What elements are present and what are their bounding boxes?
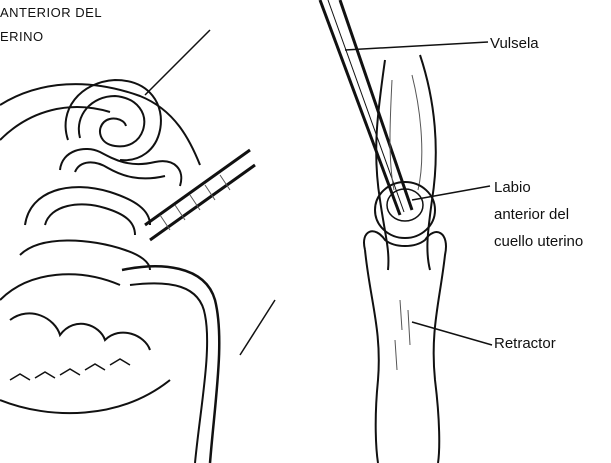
lower-fold-2 [0,274,120,300]
vaginal-inner-right [412,75,422,190]
header-line-1: ANTERIOR DEL [0,2,102,24]
uterus-lower-inner [75,162,165,178]
vulsela-pointer [345,42,488,50]
uterus-inner-fold [79,96,144,146]
label-retractor: Retractor [494,334,556,353]
bowel-teeth [10,359,130,380]
retractor-shading [395,300,410,370]
vulsela-shaft-left [320,0,400,215]
bladder-inner [45,204,135,235]
header-pointer-line [145,30,210,95]
header-line-2: ERINO [0,26,44,48]
vulsela-shaft-right [340,0,412,210]
instrument-hatching [160,175,230,230]
label-labio-line-2: anterior del [494,205,569,224]
label-labio-line-1: Labio [494,178,531,197]
label-labio-line-3: cuello uterino [494,232,583,251]
retractor-blade-right [130,283,207,463]
lower-fold-1 [20,240,150,270]
retractor-pointer-line [240,300,275,355]
retractor-outline-left [365,250,379,463]
sagittal-section-illustration [0,0,300,463]
retractor-pointer [412,322,492,345]
bowel-loops [10,313,150,350]
bowel-bottom-arc [0,380,170,413]
retractor-blade-left [122,266,219,463]
instrument-shaft-edge [150,165,255,240]
pelvic-inner-curve [0,107,110,140]
label-vulsela: Vulsela [490,34,539,53]
bladder-fold [25,187,150,225]
